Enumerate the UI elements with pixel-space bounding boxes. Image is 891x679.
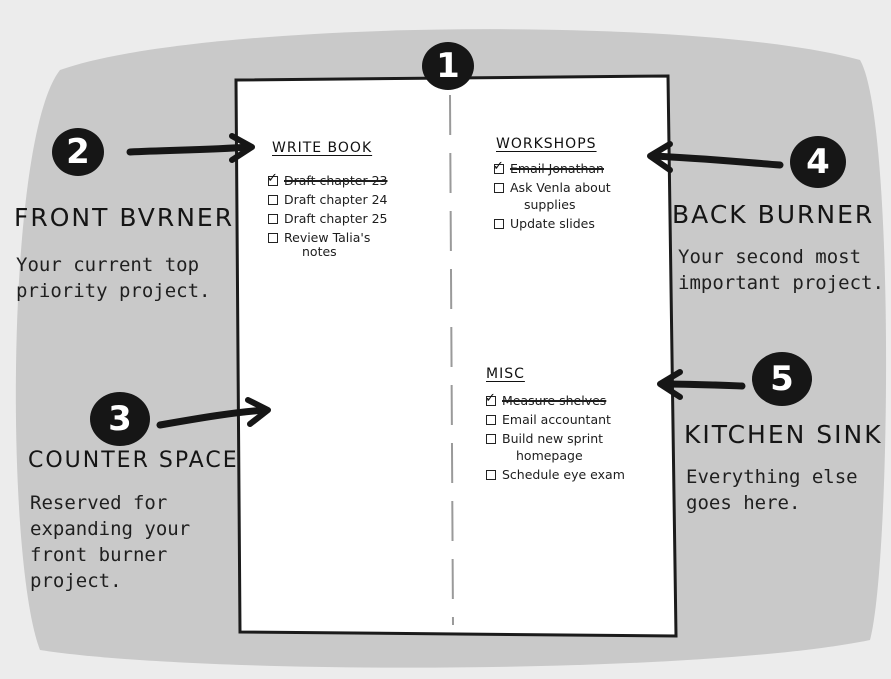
number-badge-5: 5 xyxy=(752,352,812,406)
description-line: project. xyxy=(30,570,122,592)
workshops-heading: WORKSHOPS xyxy=(496,136,597,152)
back-burner-title: BACK BURNER xyxy=(672,200,875,229)
number-badge-2: 2 xyxy=(52,128,104,176)
list-item: Draft chapter 24 xyxy=(268,191,387,208)
list-item: Schedule eye exam xyxy=(486,466,625,483)
checkbox[interactable] xyxy=(486,415,496,425)
number-badge-1: 1 xyxy=(422,42,474,90)
description-line: priority project. xyxy=(16,280,211,302)
arrow-left-icon xyxy=(657,369,683,400)
notebook-spine xyxy=(449,94,454,626)
description-line: Everything else xyxy=(686,466,858,488)
description-line: important project. xyxy=(678,272,884,294)
description-line: goes here. xyxy=(686,492,801,514)
counter-space-title: COUNTER SPACE xyxy=(28,448,239,473)
list-item: Email accountant xyxy=(486,411,625,428)
back-burner-description: Your second most important project. xyxy=(678,244,884,296)
arrow-right-icon xyxy=(126,143,252,156)
number-badge-3: 3 xyxy=(90,392,150,446)
description-line: Your current top xyxy=(16,254,200,276)
checkbox[interactable] xyxy=(268,214,278,224)
checkbox[interactable] xyxy=(486,434,496,444)
checkbox[interactable] xyxy=(268,233,278,243)
list-item: Measure shelves xyxy=(485,390,625,409)
checkbox[interactable] xyxy=(267,170,278,187)
counter-space-description: Reserved for expanding your front burner… xyxy=(30,490,190,594)
list-item: Draft chapter 23 xyxy=(267,170,387,189)
list-item: Update slides xyxy=(494,215,611,232)
description-line: Your second most xyxy=(678,246,862,268)
arrow-left-icon xyxy=(647,141,673,173)
list-item: Email Jonathan xyxy=(493,158,611,177)
notebook-page xyxy=(234,74,678,638)
checkbox[interactable] xyxy=(486,470,496,480)
write-book-list: Draft chapter 23 Draft chapter 24 Draft … xyxy=(267,170,387,260)
front-burner-description: Your current top priority project. xyxy=(16,252,210,304)
misc-list: Measure shelves Email accountant Build n… xyxy=(485,390,625,485)
checkbox[interactable] xyxy=(494,219,504,229)
list-item: Draft chapter 25 xyxy=(268,210,387,227)
arrow-right-icon xyxy=(229,133,255,163)
arrow-left-icon xyxy=(658,380,746,390)
kitchen-sink-title: KITCHEN SINK xyxy=(684,420,883,449)
checkbox[interactable] xyxy=(493,158,504,175)
arrow-right-icon xyxy=(245,397,271,427)
arrow-right-icon xyxy=(156,406,270,429)
description-line: expanding your xyxy=(30,518,191,540)
front-burner-title: FRONT BVRNER xyxy=(14,203,235,232)
checkbox[interactable] xyxy=(494,183,504,193)
description-line: front burner xyxy=(30,544,168,566)
checkbox[interactable] xyxy=(485,390,496,407)
kitchen-sink-description: Everything else goes here. xyxy=(686,464,858,516)
write-book-heading: WRITE BOOK xyxy=(272,140,373,156)
checkbox[interactable] xyxy=(268,195,278,205)
description-line: Reserved for xyxy=(30,492,168,514)
number-badge-4: 4 xyxy=(790,136,846,188)
misc-heading: MISC xyxy=(486,366,525,382)
arrow-left-icon xyxy=(648,152,784,169)
